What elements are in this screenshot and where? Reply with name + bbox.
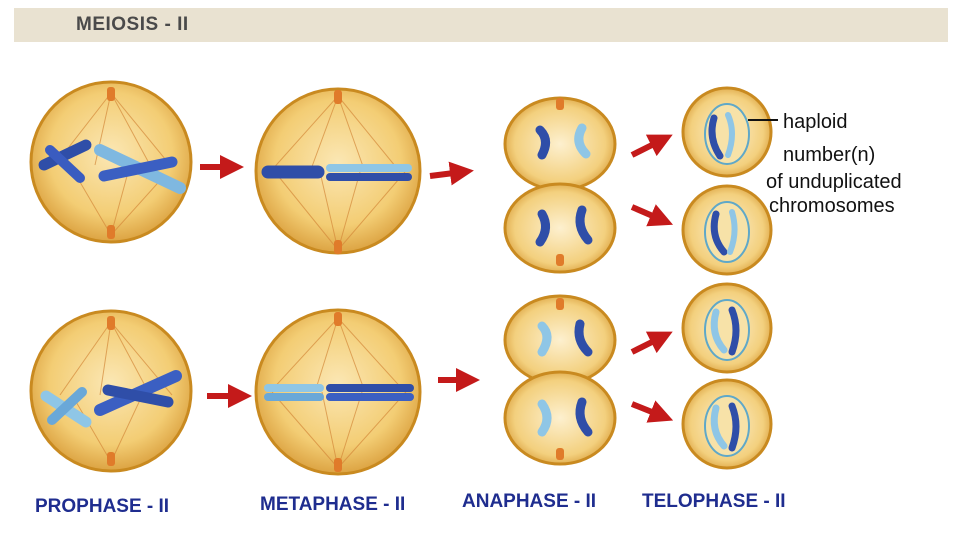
chromosome-icon xyxy=(535,209,550,247)
chromosome-icon xyxy=(708,114,724,160)
phase-label-telophase: TELOPHASE - II xyxy=(642,491,786,512)
annotation-line-3: of unduplicated xyxy=(766,171,902,193)
chromosome-icon xyxy=(38,139,92,183)
arrow-icon xyxy=(630,400,674,423)
arrow-icon xyxy=(630,204,674,227)
chromosome-icon xyxy=(537,399,552,437)
chromosome-icon xyxy=(710,308,728,354)
telophase-cell-3 xyxy=(681,282,773,374)
metaphase-cell-bottom xyxy=(254,308,422,476)
chromosome-icon xyxy=(710,404,728,450)
telophase-cell-4 xyxy=(681,378,773,470)
prophase-cell-bottom xyxy=(29,309,193,473)
chromosome-icon xyxy=(575,397,593,437)
telophase-cell-1 xyxy=(681,86,773,178)
telophase-cell-2 xyxy=(681,184,773,276)
anaphase-cell-bottom xyxy=(503,294,617,466)
phase-label-anaphase: ANAPHASE - II xyxy=(462,491,597,512)
chromosome-icon xyxy=(537,321,552,357)
anaphase-cell-top xyxy=(503,96,617,274)
chromosome-icon xyxy=(94,144,186,194)
annotation-line-1: haploid xyxy=(783,111,848,133)
annotation-line-2: number(n) xyxy=(783,144,876,166)
arrow-icon xyxy=(630,134,673,158)
chromosome-icon xyxy=(535,125,550,160)
prophase-cell-top xyxy=(29,80,193,244)
page-title: MEIOSIS - II xyxy=(76,14,189,35)
metaphase-cell-top xyxy=(254,87,422,255)
arrow-icon xyxy=(429,161,474,186)
phase-label-prophase: PROPHASE - II xyxy=(35,496,170,517)
chromosome-icon xyxy=(574,123,591,159)
chromosome-icon xyxy=(574,319,593,357)
title-bar xyxy=(14,8,948,42)
phase-label-metaphase: METAPHASE - II xyxy=(260,494,406,515)
chromosome-icon xyxy=(575,205,593,245)
arrow-icon xyxy=(630,331,673,355)
annotation-line-4: chromosomes xyxy=(769,195,895,217)
chromosome-icon xyxy=(710,210,728,256)
